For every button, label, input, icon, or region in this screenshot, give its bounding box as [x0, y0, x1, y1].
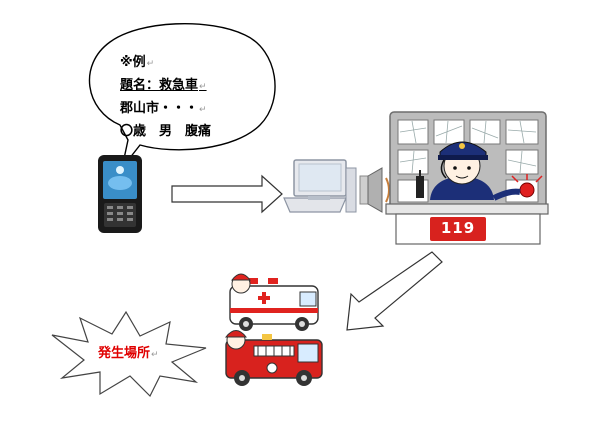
- paragraph-mark: ↵: [151, 350, 159, 360]
- arrow-to-computer: [171, 174, 283, 214]
- location-line: 郡山市・・・↵: [120, 101, 207, 116]
- ambulance-icon: [229, 273, 319, 331]
- explosion-burst-icon: [51, 310, 207, 398]
- paragraph-mark: ↵: [199, 105, 207, 115]
- patient-line: 〇歳 男 腹痛: [120, 124, 212, 139]
- example-heading: ※例↵: [120, 55, 155, 70]
- subject-line: 題名：救急車↵: [120, 78, 207, 93]
- speech-bubble: [88, 23, 276, 169]
- incident-location-label: 発生場所↵: [98, 346, 159, 361]
- fire-engine-icon: [224, 330, 323, 386]
- desktop-computer-icon: [283, 159, 357, 213]
- mobile-phone-icon: [98, 155, 142, 233]
- speech-bubble-text: ※例↵ 題名：救急車↵ 郡山市・・・↵ 〇歳 男 腹痛: [120, 52, 270, 142]
- operator-desk: [385, 203, 549, 245]
- paragraph-mark: ↵: [146, 59, 155, 69]
- arrow-to-vehicles: [346, 251, 443, 331]
- paragraph-mark: ↵: [199, 82, 207, 92]
- operator-icon: [416, 141, 543, 201]
- emergency-number: 119: [440, 219, 476, 237]
